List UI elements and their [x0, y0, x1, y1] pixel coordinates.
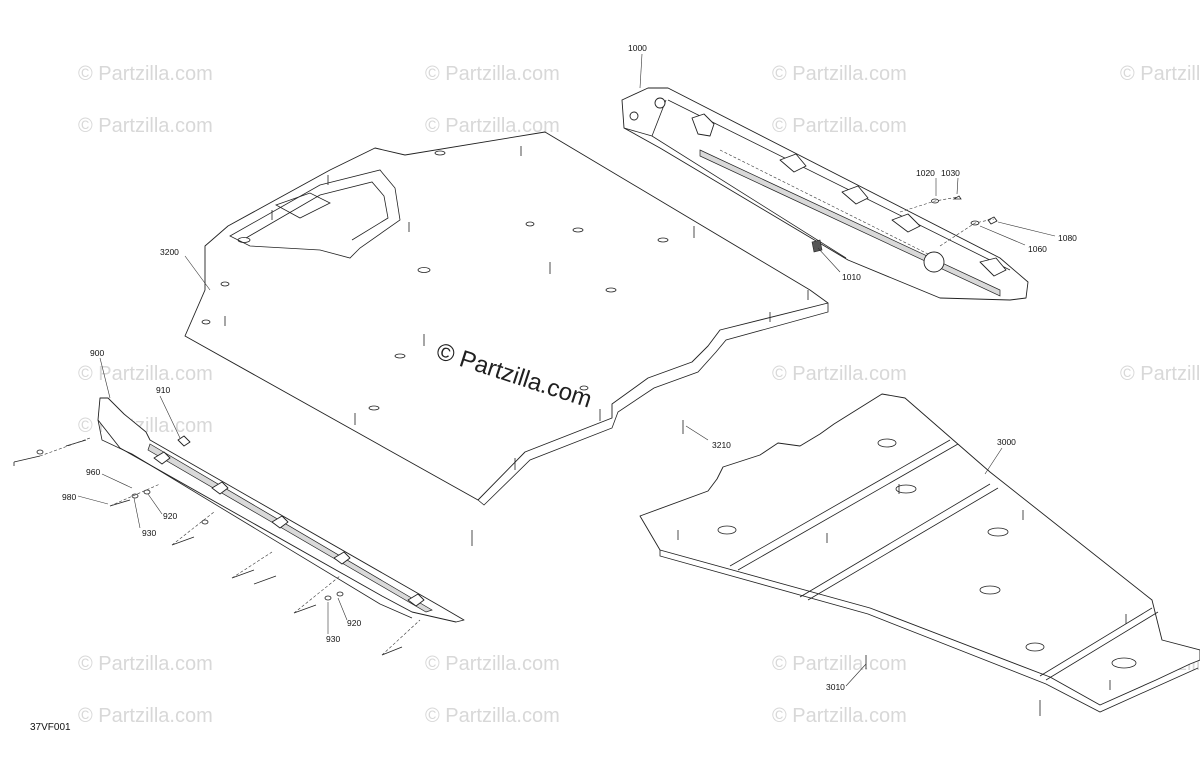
watermark: © Partzilla.com [78, 363, 213, 385]
callout-1030[interactable]: 1030 [941, 168, 960, 178]
callout-930[interactable]: 930 [326, 634, 340, 644]
callout-900[interactable]: 900 [90, 348, 104, 358]
watermark: © Partzilla.com [78, 115, 213, 137]
callout-3000[interactable]: 3000 [997, 437, 1016, 447]
watermark: © Partzilla.com [1120, 363, 1200, 385]
callout-1080[interactable]: 1080 [1058, 233, 1077, 243]
hardware-1020-1080 [899, 195, 998, 247]
holes [717, 438, 1137, 669]
watermark: © Partzilla.com [425, 653, 560, 675]
holes [201, 150, 669, 411]
skid-plate-3000[interactable] [639, 393, 1200, 713]
deflector-tabs [153, 451, 425, 607]
callout-labels: 1000 1010 1020 1030 1060 1080 3200 3210 … [62, 43, 1077, 692]
rear-bracket-1000[interactable] [621, 87, 1029, 301]
watermark: © Partzilla.com [772, 63, 907, 85]
callout-1010[interactable]: 1010 [842, 272, 861, 282]
watermark: © Partzilla.com [78, 63, 213, 85]
callout-920[interactable]: 920 [347, 618, 361, 628]
leader-lines [77, 53, 1056, 687]
callout-980[interactable]: 980 [62, 492, 76, 502]
callout-910[interactable]: 910 [156, 385, 170, 395]
watermark: © Partzilla.com [1120, 63, 1200, 85]
watermark: © Partzilla.com [772, 115, 907, 137]
chain-detail [719, 149, 941, 261]
callout-920[interactable]: 920 [163, 511, 177, 521]
figure-code: 37VF001 [30, 722, 71, 733]
watermark: © Partzilla.com [772, 363, 907, 385]
watermark: © Partzilla.com [425, 115, 560, 137]
watermark: © Partzilla.com [772, 653, 907, 675]
callout-930[interactable]: 930 [142, 528, 156, 538]
callout-1000[interactable]: 1000 [628, 43, 647, 53]
floor-panel-3200[interactable] [184, 131, 829, 506]
callout-3200[interactable]: 3200 [160, 247, 179, 257]
callout-3210[interactable]: 3210 [712, 440, 731, 450]
watermark: © Partzilla.com [425, 63, 560, 85]
callout-3010[interactable]: 3010 [826, 682, 845, 692]
watermark: © Partzilla.com [78, 705, 213, 727]
watermark: © Partzilla.com [772, 705, 907, 727]
front-deflector-900[interactable] [97, 397, 465, 623]
watermark: © Partzilla.com [78, 653, 213, 675]
callout-1020[interactable]: 1020 [916, 168, 935, 178]
callout-1060[interactable]: 1060 [1028, 244, 1047, 254]
studs [224, 146, 809, 470]
callout-960[interactable]: 960 [86, 467, 100, 477]
fasteners-left [13, 420, 1041, 716]
mounting-tabs [629, 97, 1007, 277]
watermark: © Partzilla.com [425, 705, 560, 727]
